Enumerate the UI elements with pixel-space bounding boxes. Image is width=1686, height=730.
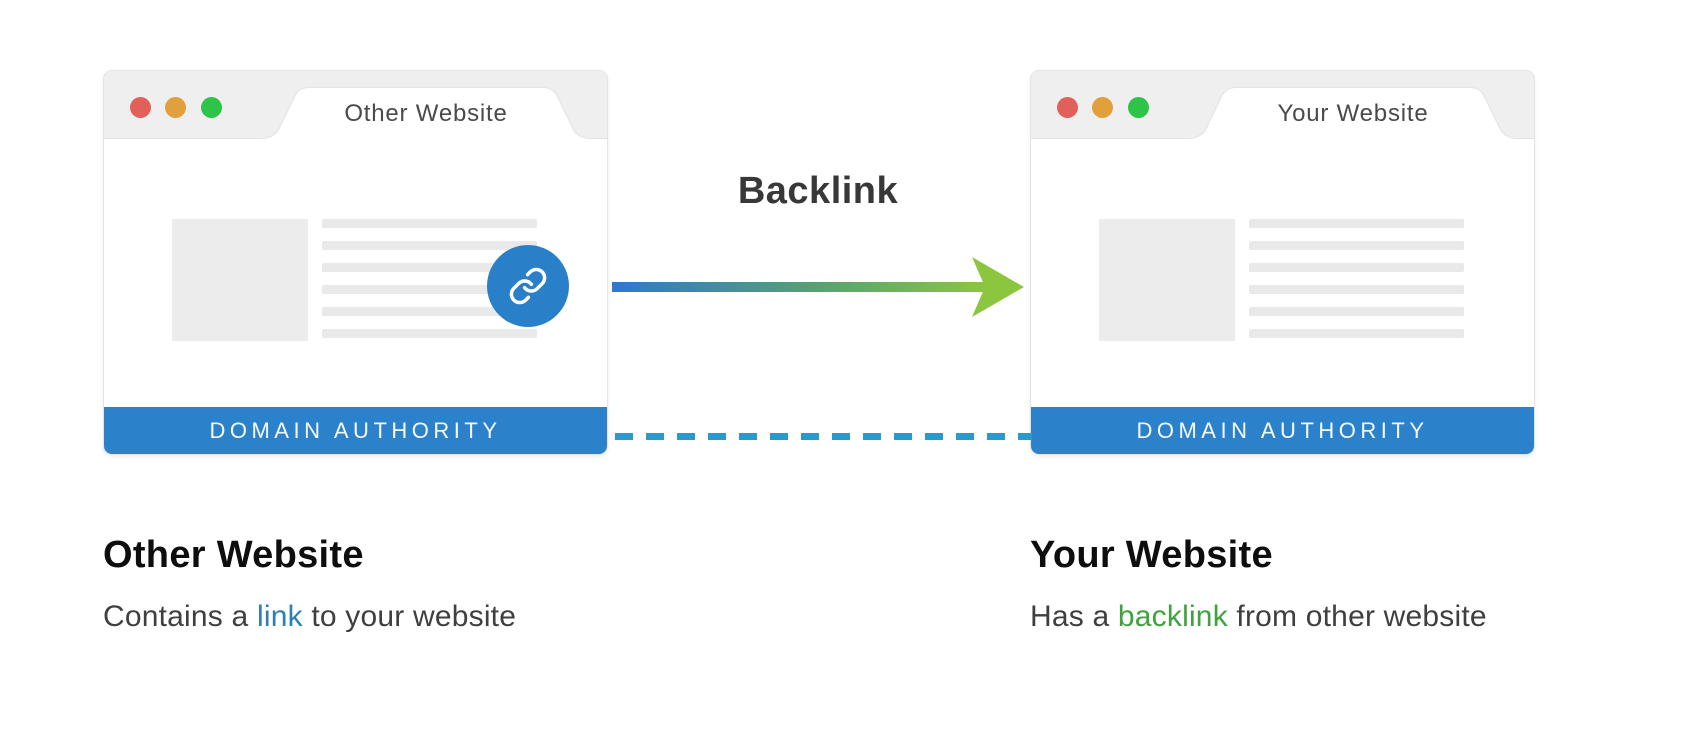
browser-header: Other Website — [104, 71, 607, 139]
domain-authority-connector-dashed-line — [608, 433, 1032, 440]
domain-authority-bar: DOMAIN AUTHORITY — [1031, 407, 1534, 454]
browser-tab-title: Other Website — [344, 100, 508, 127]
caption-title-other-website: Other Website — [103, 534, 364, 576]
browser-tab-shape — [1187, 88, 1519, 139]
backlink-arrow-icon — [612, 257, 1024, 317]
maximize-dot-icon — [1128, 97, 1149, 118]
text-line-placeholder — [322, 307, 537, 316]
domain-authority-bar: DOMAIN AUTHORITY — [104, 407, 607, 454]
close-dot-icon — [130, 97, 151, 118]
page-content-placeholder — [104, 139, 607, 409]
text-line-placeholder — [322, 329, 537, 338]
text-line-placeholder — [1249, 285, 1464, 294]
minimize-dot-icon — [165, 97, 186, 118]
text-line-placeholder — [1249, 329, 1464, 338]
backlink-label: Backlink — [737, 170, 899, 212]
text-line-placeholder — [1249, 241, 1464, 250]
link-highlight-text: link — [256, 600, 303, 633]
text-line-placeholder — [322, 219, 537, 228]
browser-window-other-website: Other Website DOMAIN AUTHORITY — [103, 70, 608, 455]
caption-text: Contains a — [103, 600, 257, 633]
backlink-highlight-text: backlink — [1117, 600, 1228, 633]
link-badge — [487, 245, 569, 327]
caption-body-other-website: Contains a link to your website — [103, 600, 516, 634]
caption-title-your-website: Your Website — [1030, 534, 1273, 576]
minimize-dot-icon — [1092, 97, 1113, 118]
image-placeholder — [1099, 219, 1235, 341]
text-lines-placeholder — [1249, 219, 1464, 349]
chain-link-icon — [509, 267, 547, 305]
text-line-placeholder — [322, 241, 537, 250]
text-line-placeholder — [322, 263, 537, 272]
caption-text: Has a — [1030, 600, 1118, 633]
browser-header: Your Website — [1031, 71, 1534, 139]
image-placeholder — [172, 219, 308, 341]
text-line-placeholder — [1249, 307, 1464, 316]
caption-body-your-website: Has a backlink from other website — [1030, 600, 1487, 634]
text-line-placeholder — [1249, 219, 1464, 228]
text-lines-placeholder — [322, 219, 537, 349]
browser-tab-shape — [260, 88, 592, 139]
text-line-placeholder — [322, 285, 537, 294]
browser-window-your-website: Your Website DOMAIN AUTHORITY — [1030, 70, 1535, 455]
caption-text: to your website — [302, 600, 517, 633]
maximize-dot-icon — [201, 97, 222, 118]
text-line-placeholder — [1249, 263, 1464, 272]
page-content-placeholder — [1031, 139, 1534, 409]
browser-tab-title: Your Website — [1277, 100, 1429, 127]
close-dot-icon — [1057, 97, 1078, 118]
caption-text: from other website — [1227, 600, 1487, 633]
